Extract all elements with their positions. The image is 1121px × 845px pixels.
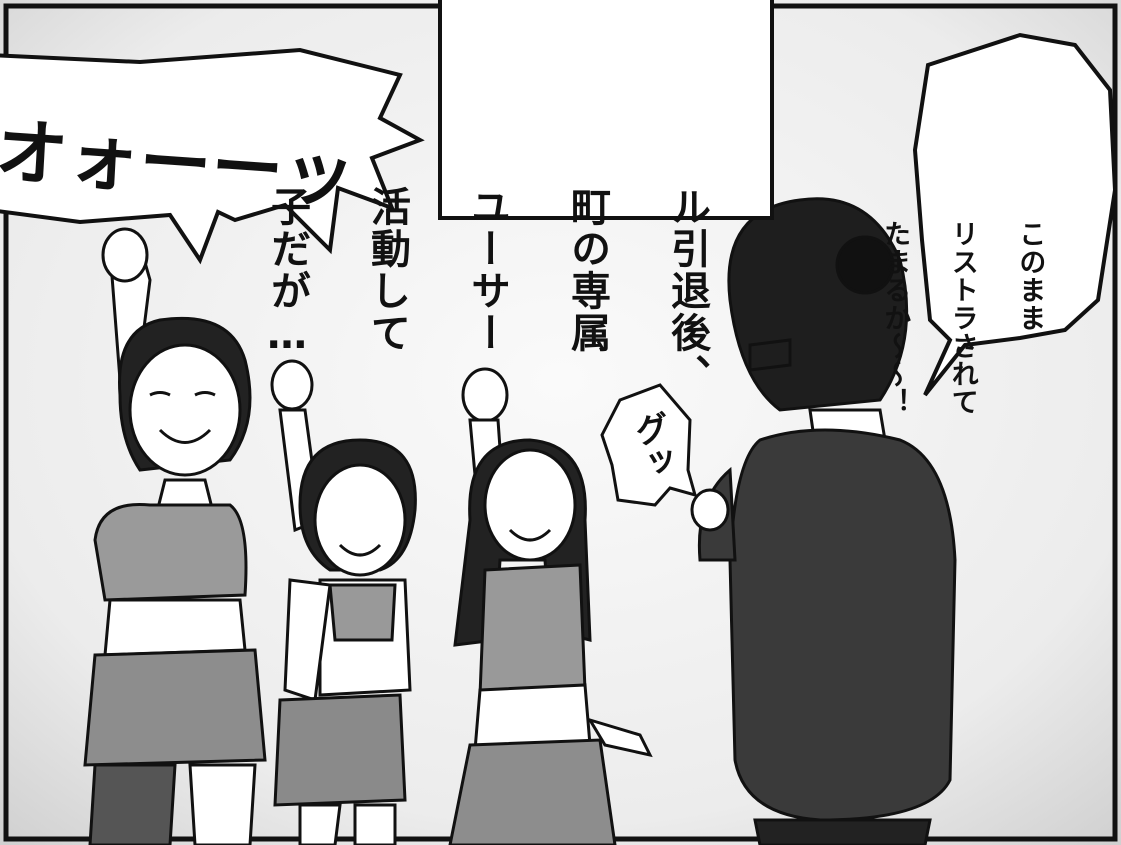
caption-line-5: 子だが… bbox=[264, 186, 310, 360]
caption-box bbox=[438, 0, 774, 220]
caption-line-1: ル引退後、 bbox=[664, 186, 710, 396]
girl-middle-figure bbox=[270, 359, 417, 845]
speech-line-1: このまま bbox=[1014, 220, 1046, 332]
shout-balloon bbox=[0, 47, 425, 265]
caption-line-3: ユーサー bbox=[464, 186, 510, 354]
speech-balloon-right bbox=[912, 32, 1118, 397]
speech-line-2: リストラされて bbox=[946, 220, 978, 416]
caption-line-2: 町の専属 bbox=[564, 186, 610, 354]
producer-figure bbox=[690, 197, 957, 845]
sfx-balloon bbox=[600, 383, 698, 507]
girl-right-figure bbox=[448, 367, 653, 845]
speech-line-3: たまるか〜〜！ bbox=[879, 220, 911, 416]
speech-text-right: このまま リストラされて たまるか〜〜！ bbox=[879, 92, 1080, 416]
caption-line-4: 活動して bbox=[364, 186, 410, 354]
girl-left-figure bbox=[83, 227, 267, 845]
caption-text: ル引退後、 町の専属 ユーサー 活動して 子だが… bbox=[264, 0, 762, 396]
